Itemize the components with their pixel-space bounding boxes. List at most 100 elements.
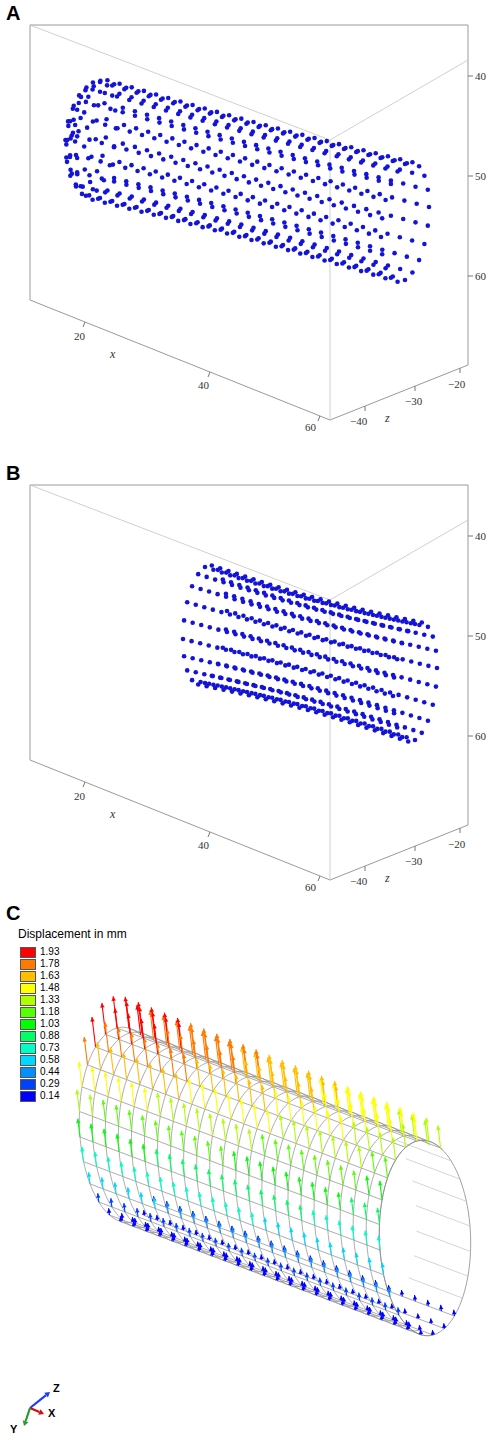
arrow-head	[352, 1171, 356, 1176]
data-point	[426, 625, 431, 630]
displacement-arrow	[125, 997, 129, 1028]
data-point	[379, 235, 384, 240]
data-point	[413, 631, 418, 636]
data-point	[287, 692, 292, 697]
data-point	[82, 110, 87, 115]
mesh-line	[154, 1203, 454, 1316]
mesh-line	[79, 1027, 142, 1222]
data-point	[270, 624, 275, 629]
data-point	[262, 656, 267, 661]
data-point	[344, 242, 349, 247]
data-point	[193, 670, 198, 675]
data-point	[253, 620, 258, 625]
data-point	[276, 677, 281, 682]
data-point	[124, 182, 129, 187]
data-point	[255, 159, 260, 164]
displacement-arrows	[75, 996, 456, 1335]
data-point	[253, 684, 258, 689]
data-point	[147, 94, 152, 99]
arrow-head	[120, 1213, 124, 1218]
arrow-head	[381, 1312, 385, 1317]
arrow-head	[190, 1028, 194, 1033]
data-point	[330, 144, 335, 149]
data-point	[245, 652, 250, 657]
arrow-head	[298, 1205, 302, 1210]
data-point	[362, 721, 367, 726]
data-point	[283, 699, 288, 704]
data-point	[197, 198, 202, 203]
arrow-head	[206, 1141, 210, 1146]
data-point	[270, 688, 275, 693]
arrow-head	[165, 1202, 169, 1207]
data-point	[115, 203, 120, 208]
arrow-head	[142, 1210, 146, 1215]
data-point	[196, 572, 201, 577]
data-point	[347, 188, 352, 193]
arrow-head	[255, 1054, 259, 1059]
data-point	[92, 103, 97, 108]
data-point	[354, 681, 359, 686]
data-point	[358, 631, 363, 636]
arrow-head	[109, 1047, 113, 1052]
data-point	[392, 251, 397, 256]
data-point	[154, 92, 159, 97]
data-point	[392, 711, 397, 716]
data-point	[84, 100, 89, 105]
arrow-head	[161, 1218, 165, 1223]
data-point	[193, 161, 198, 166]
data-point	[347, 265, 352, 270]
arrow-head	[135, 1058, 139, 1063]
data-point	[320, 601, 325, 606]
data-point	[153, 169, 158, 174]
arrow-head	[424, 1118, 428, 1123]
data-point	[173, 195, 178, 200]
data-point	[239, 116, 244, 121]
arrow-head	[266, 1110, 270, 1115]
arrow-head	[155, 1215, 159, 1220]
data-point	[177, 143, 182, 148]
data-point	[264, 593, 269, 598]
data-point	[292, 169, 297, 174]
mesh-line	[129, 1028, 429, 1141]
data-point	[298, 175, 303, 180]
data-point	[410, 238, 415, 243]
data-point	[157, 212, 162, 217]
data-point	[164, 205, 169, 210]
data-point	[293, 134, 298, 139]
arrow-head	[273, 1139, 277, 1144]
arrow-head	[264, 1267, 268, 1272]
arrow-head	[187, 1079, 191, 1084]
arrow-head	[201, 1233, 205, 1238]
data-point	[91, 84, 96, 89]
data-point	[228, 573, 233, 578]
arrow-head	[329, 1292, 333, 1297]
data-point	[389, 625, 394, 630]
arrow-head	[339, 1165, 343, 1170]
data-point	[385, 231, 390, 236]
data-point	[405, 254, 410, 259]
data-point	[260, 580, 265, 585]
arrow-head	[426, 1300, 430, 1305]
arrow-head	[401, 1124, 405, 1129]
data-point	[198, 680, 203, 685]
arrow-head	[193, 1136, 197, 1141]
data-point	[183, 104, 188, 109]
data-point	[287, 629, 292, 634]
data-point	[230, 583, 235, 588]
data-point	[354, 609, 359, 614]
arrow-head	[219, 1146, 223, 1151]
arrow-head	[257, 1066, 261, 1071]
data-point	[206, 224, 211, 229]
data-point	[329, 704, 334, 709]
data-point	[396, 732, 401, 737]
data-point	[205, 164, 210, 169]
data-point	[247, 215, 252, 220]
data-point	[315, 159, 320, 164]
data-point	[391, 732, 396, 737]
data-point	[200, 225, 205, 230]
data-point	[377, 192, 382, 197]
data-point	[362, 683, 367, 688]
data-point	[417, 258, 422, 263]
data-point	[238, 585, 243, 590]
arrow-head	[292, 1120, 296, 1125]
